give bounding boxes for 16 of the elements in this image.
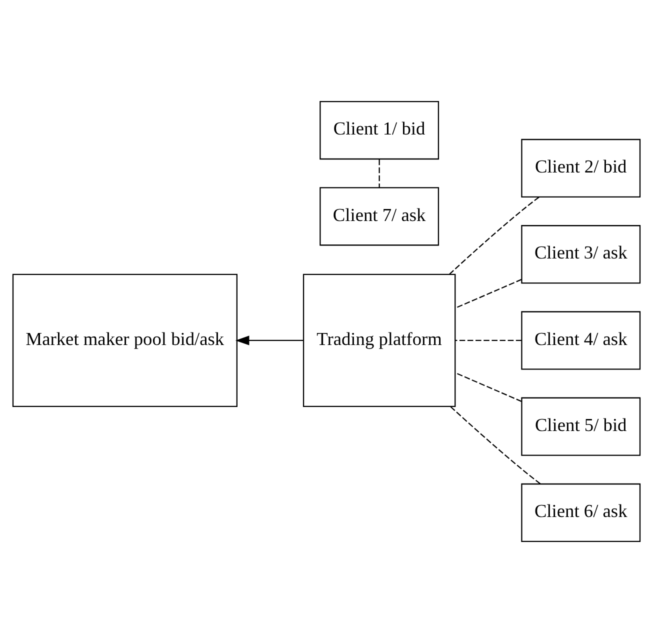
node-box: Client 4/ ask bbox=[521, 310, 641, 370]
node-box: Market maker pool bid/ask bbox=[12, 273, 238, 407]
connector bbox=[455, 339, 522, 341]
connector bbox=[455, 278, 522, 308]
node-box: Client 2/ bid bbox=[521, 138, 641, 197]
connector bbox=[378, 158, 380, 187]
connector bbox=[450, 406, 541, 484]
arrow bbox=[235, 335, 304, 345]
connector bbox=[455, 372, 522, 402]
node-box: Client 3/ ask bbox=[521, 224, 641, 284]
node-box: Trading platform bbox=[302, 273, 456, 407]
connector bbox=[449, 196, 540, 274]
node-box: Client 7/ ask bbox=[320, 186, 440, 246]
node-box: Client 1/ bid bbox=[320, 100, 440, 160]
node-box: Client 6/ ask bbox=[521, 482, 641, 542]
node-box: Client 5/ bid bbox=[521, 396, 641, 456]
